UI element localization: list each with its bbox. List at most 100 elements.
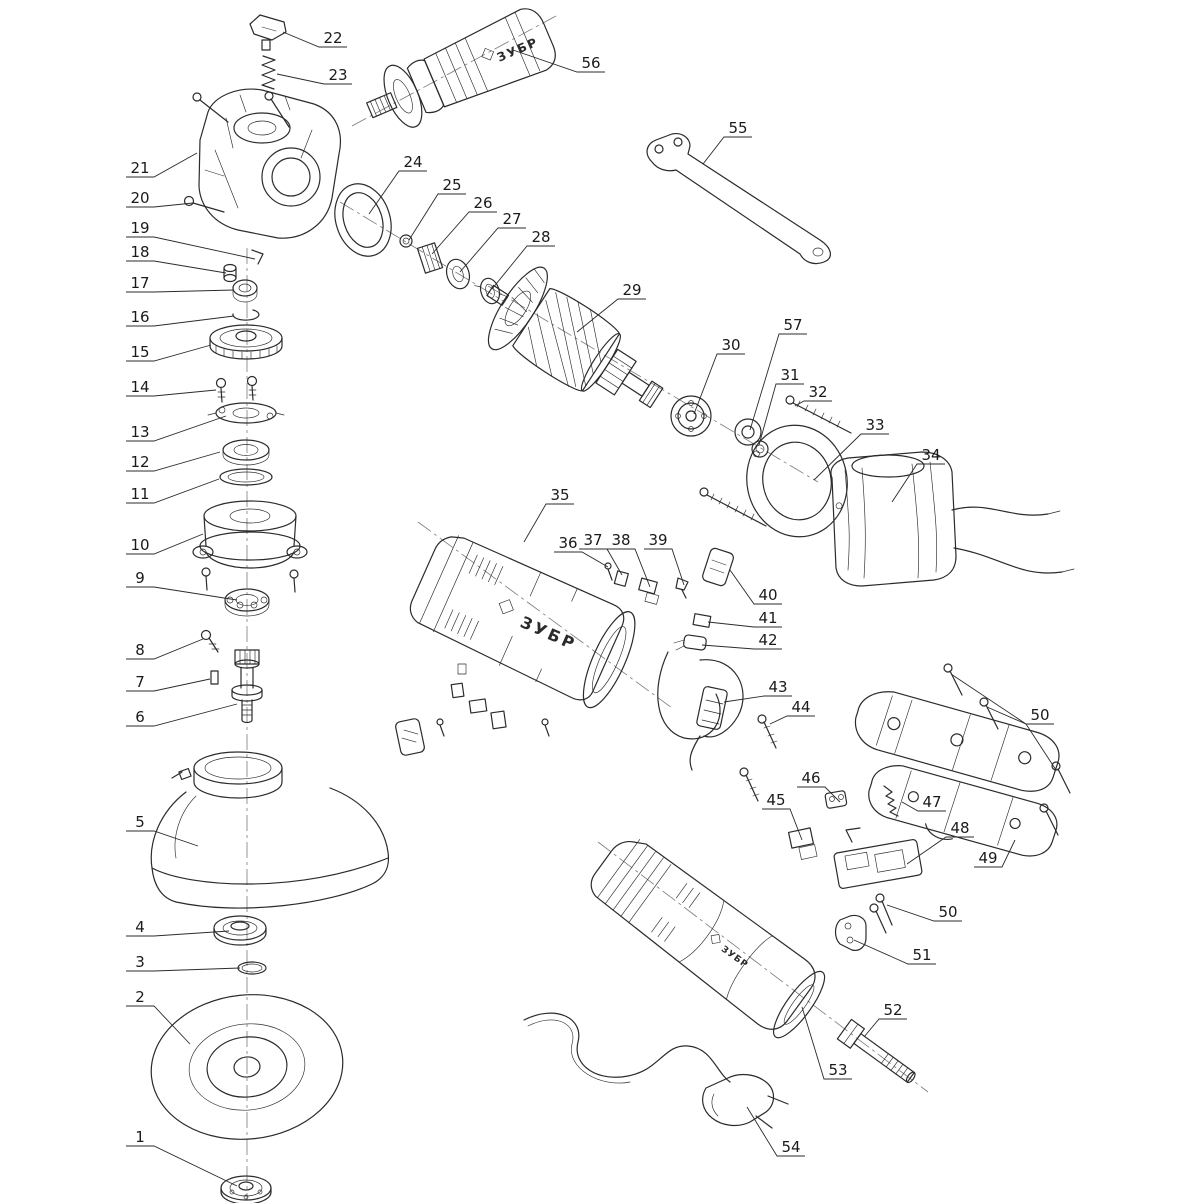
- part-label-32: 32: [808, 383, 827, 401]
- leader-line-22: [282, 31, 347, 48]
- part-labels: 1234567891011121314151617181920212223242…: [130, 29, 1049, 1156]
- brand-text-handle: ЗУБР: [495, 35, 541, 65]
- part-label-10: 10: [130, 536, 149, 554]
- part-label-12: 12: [130, 453, 149, 471]
- part-55-spanner-wrench: [646, 133, 831, 265]
- part-label-53: 53: [828, 1061, 847, 1079]
- part-label-20: 20: [130, 189, 149, 207]
- part-label-22: 22: [323, 29, 342, 47]
- leader-line-1: [126, 1145, 238, 1187]
- part-label-15: 15: [130, 343, 149, 361]
- part-19-clip: [251, 249, 264, 265]
- leader-line-56: [512, 49, 605, 73]
- part-label-54: 54: [781, 1138, 800, 1156]
- part-label-27: 27: [502, 210, 521, 228]
- part-label-52: 52: [883, 1001, 902, 1019]
- part-14-screws: [215, 375, 258, 403]
- part-label-38: 38: [611, 531, 630, 549]
- leader-line-20: [126, 202, 194, 208]
- part-41-terminal: [692, 613, 712, 628]
- part-label-24: 24: [403, 153, 422, 171]
- part-37-brush: [613, 570, 629, 587]
- part-8-screw: [200, 629, 220, 653]
- leader-line-38: [607, 548, 651, 588]
- leader-line-7: [126, 678, 211, 692]
- center-lines: [246, 15, 929, 1200]
- part-56-side-handle: ЗУБР: [366, 8, 556, 128]
- part-label-34: 34: [921, 446, 940, 464]
- part-label-21: 21: [130, 159, 149, 177]
- leader-line-53: [801, 1006, 852, 1080]
- part-label-43: 43: [768, 678, 787, 696]
- part-51-plate: [834, 903, 887, 951]
- part-53-rear-housing: ЗУБР: [590, 839, 826, 1039]
- leader-line-42: [701, 644, 782, 650]
- part-47-spring: [883, 785, 899, 817]
- brand-text-rear: ЗУБР: [719, 944, 750, 970]
- part-label-55: 55: [728, 119, 747, 137]
- leader-line-19: [126, 236, 256, 260]
- part-label-2: 2: [135, 988, 145, 1006]
- part-34-stator: [830, 451, 1075, 587]
- part-35-motor-housing: ЗУБР: [409, 535, 636, 709]
- part-label-49: 49: [978, 849, 997, 867]
- part-label-37: 37: [583, 531, 602, 549]
- part-2-grinding-disc: [150, 994, 344, 1140]
- part-52-bolt: [836, 1018, 916, 1084]
- part-3-ring: [237, 961, 267, 975]
- leader-line-32: [794, 400, 832, 407]
- part-22-wing-bolt: [249, 14, 287, 51]
- part-label-8: 8: [135, 641, 145, 659]
- leader-line-3: [126, 967, 241, 972]
- leader-line-29: [576, 298, 646, 333]
- leader-line-9: [126, 586, 238, 601]
- part-46-button: [824, 790, 848, 809]
- part-33-baffle-ring: [746, 424, 848, 538]
- leader-line-30: [693, 353, 745, 415]
- part-15-gear: [209, 324, 283, 360]
- part-label-7: 7: [135, 673, 145, 691]
- leader-line-18: [126, 260, 227, 274]
- part-32-screws: [699, 395, 852, 527]
- part-26-pinion: [416, 242, 444, 274]
- part-9-bearing: [224, 588, 270, 617]
- leader-line-49: [974, 839, 1016, 868]
- part-40-brush-cap: [702, 547, 734, 587]
- leader-line-25: [408, 193, 466, 241]
- part-label-56: 56: [581, 54, 600, 72]
- leader-line-46: [797, 786, 841, 803]
- part-label-9: 9: [135, 569, 145, 587]
- part-54-power-cord: [523, 1012, 789, 1129]
- leader-line-16: [126, 315, 235, 327]
- leader-line-27: [459, 227, 526, 273]
- part-23-spring: [261, 55, 276, 90]
- leader-line-12: [126, 451, 221, 472]
- brand-text-housing: ЗУБР: [518, 612, 580, 654]
- part-label-23: 23: [328, 66, 347, 84]
- leader-line-26: [431, 211, 497, 255]
- part-label-25: 25: [442, 176, 461, 194]
- leader-line-33: [813, 433, 889, 481]
- leader-line-23: [276, 73, 352, 85]
- part-13-plate: [207, 402, 285, 424]
- leader-line-28: [491, 245, 555, 290]
- part-45-slider: [787, 827, 818, 860]
- part-11-wave-washer: [219, 468, 273, 486]
- leader-line-54: [746, 1106, 805, 1157]
- leader-line-2: [126, 1005, 191, 1045]
- leader-line-5: [126, 830, 199, 847]
- part-44-screws: [739, 714, 778, 802]
- part-label-29: 29: [622, 281, 641, 299]
- part-label-30: 30: [721, 336, 740, 354]
- part-24-seal-ring: [334, 183, 392, 257]
- part-label-35: 35: [550, 486, 569, 504]
- leader-line-35: [523, 503, 574, 543]
- part-42-capacitor: [673, 634, 707, 651]
- leader-lines: [126, 31, 1057, 1187]
- leader-line-50: [1025, 723, 1057, 771]
- part-20-screw: [183, 195, 225, 213]
- part-49-handle-shell-lower: [868, 765, 1058, 857]
- part-label-17: 17: [130, 274, 149, 292]
- leader-line-51: [853, 939, 936, 965]
